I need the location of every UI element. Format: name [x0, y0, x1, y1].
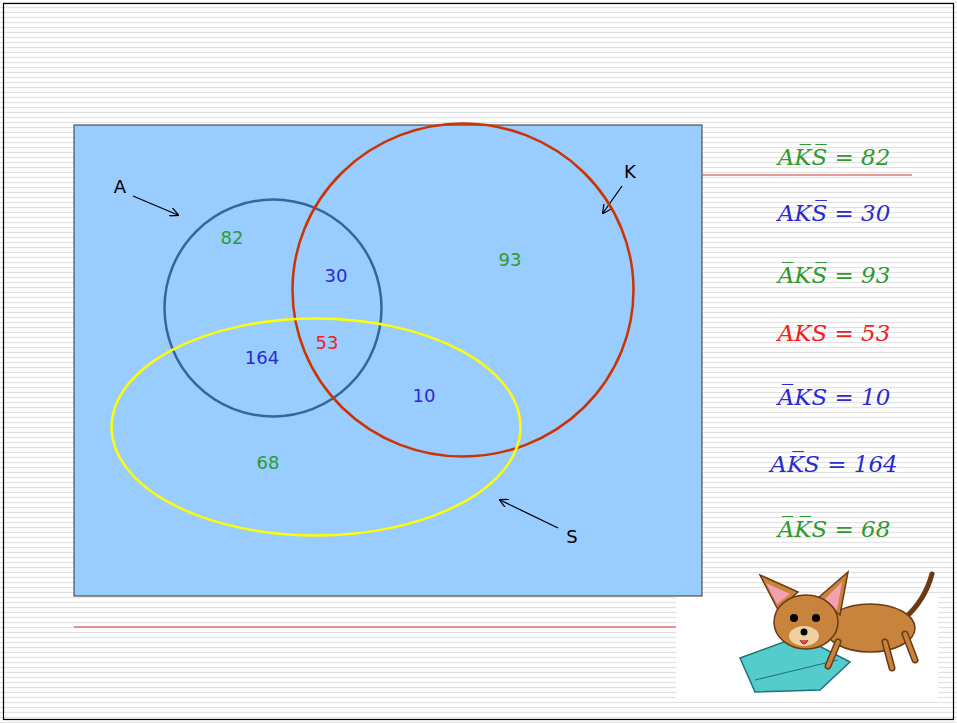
- dog-legs-fill: [828, 634, 915, 668]
- region-equation: AKS̅ = 30: [778, 199, 891, 229]
- region-equation: A̅KS = 10: [778, 383, 891, 413]
- dog-legs: [828, 634, 915, 668]
- dog-eye: [790, 614, 798, 622]
- dog-illustration: [740, 572, 932, 692]
- dog-mouth: [800, 640, 808, 644]
- set-name: K: [624, 161, 636, 183]
- region-equation: A̅K̅S = 68: [778, 515, 891, 545]
- rule-line: [702, 174, 912, 175]
- region-equation: AKS = 53: [778, 319, 891, 349]
- region-equation: AK̅S̅ = 82: [778, 143, 891, 173]
- region-count: 93: [499, 248, 522, 271]
- region-equation: AK̅S = 164: [770, 450, 897, 480]
- set-outline-ellipse: [293, 124, 634, 457]
- region-count: 82: [221, 226, 244, 249]
- universe-rectangle: [74, 125, 702, 596]
- set-ellipse: A: [163, 198, 383, 418]
- dog-tail: [905, 574, 932, 618]
- region-equation: A̅KS̅ = 93: [778, 261, 891, 291]
- set-name: A: [114, 176, 126, 198]
- dog-nose: [801, 629, 808, 636]
- dog-head: [774, 595, 838, 649]
- dog-eye: [812, 614, 820, 622]
- region-count: 164: [245, 346, 279, 369]
- region-count: 53: [316, 331, 339, 354]
- region-count: 10: [413, 384, 436, 407]
- set-outline: [291, 122, 635, 458]
- set-outline: [163, 198, 383, 418]
- region-count: 30: [325, 264, 348, 287]
- leader-arrow: [500, 500, 558, 528]
- set-name: S: [566, 526, 577, 548]
- set-outline-ellipse: [112, 319, 521, 536]
- slide-frame: [4, 4, 954, 720]
- set-ellipse: K: [291, 122, 635, 458]
- set-outline-ellipse: [165, 200, 382, 417]
- region-count: 68: [257, 451, 280, 474]
- leader-arrow: [133, 196, 178, 215]
- dog-muzzle: [789, 626, 819, 646]
